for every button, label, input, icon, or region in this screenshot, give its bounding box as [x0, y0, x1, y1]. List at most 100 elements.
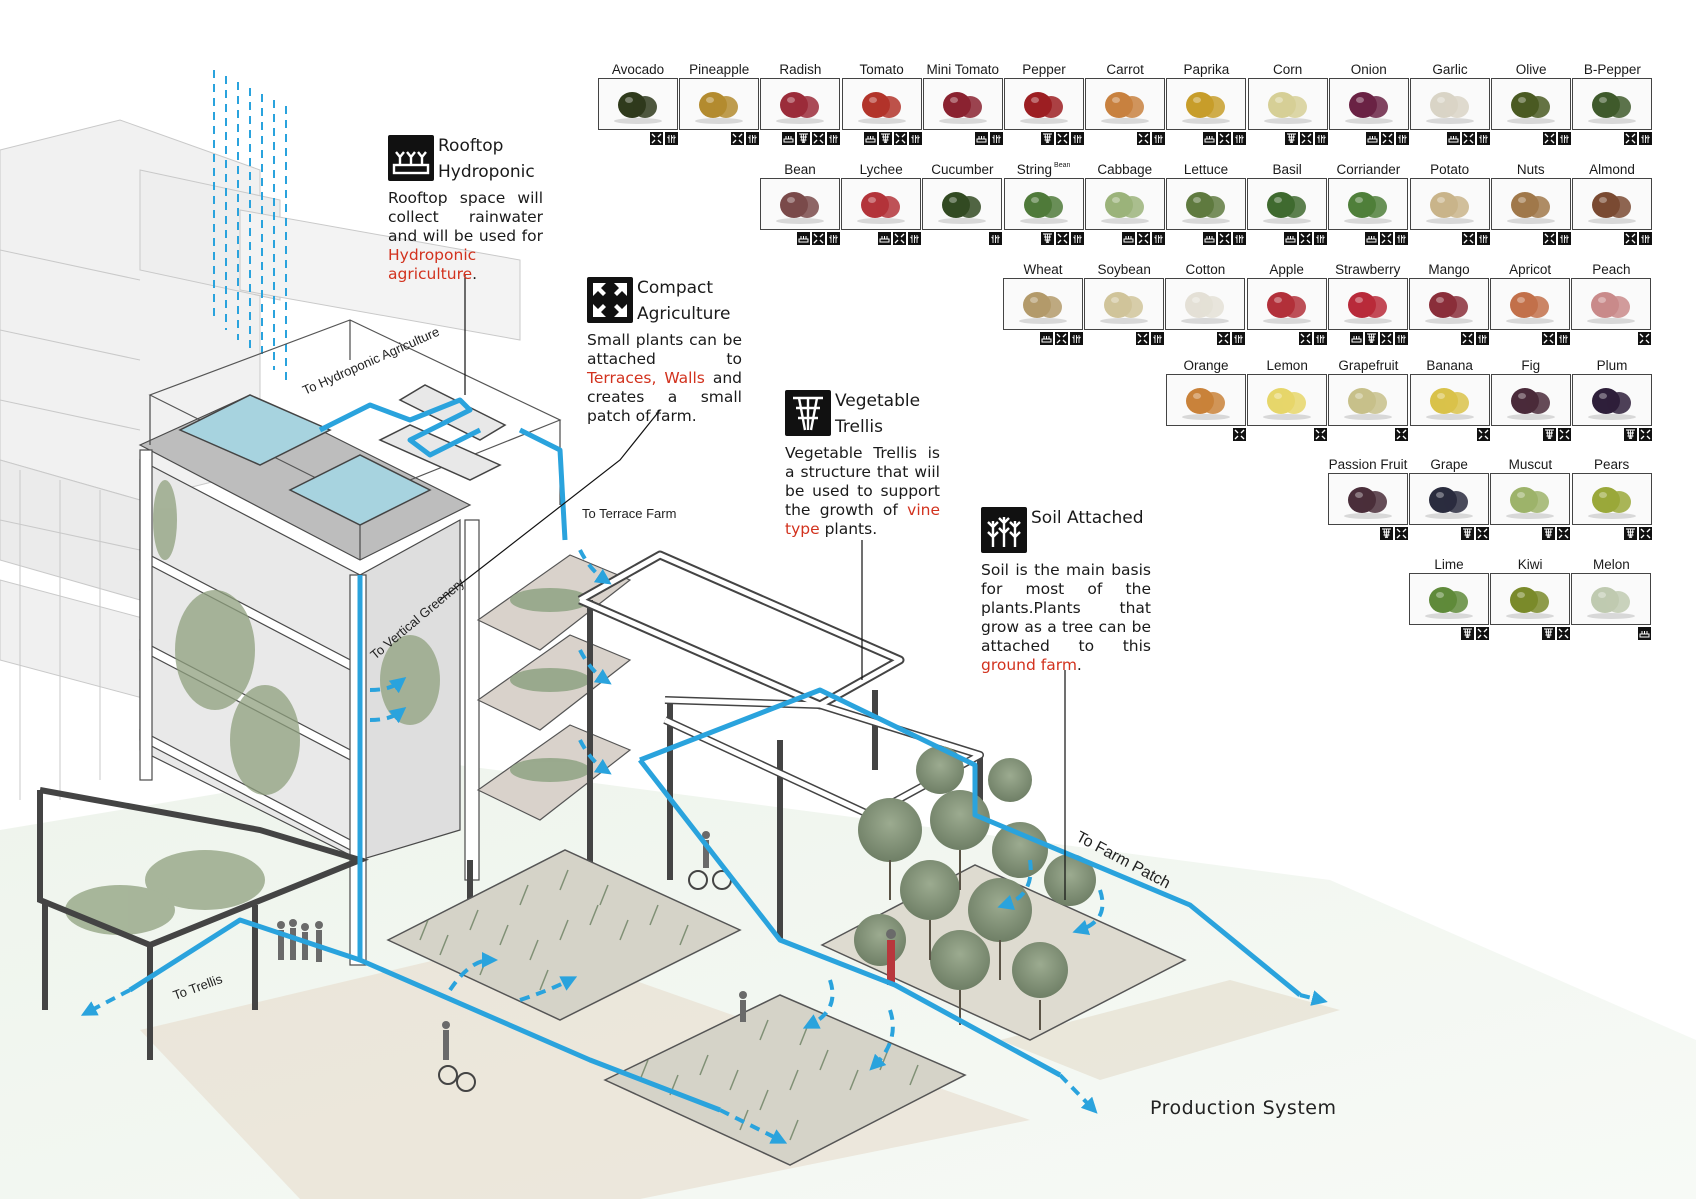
crop-method-icons [1476, 428, 1490, 442]
crop-image [1571, 573, 1652, 625]
compact-icon [1055, 332, 1068, 345]
compact-icon [1638, 527, 1652, 540]
trellis-icon [1624, 428, 1637, 441]
trellis-soil-icon [1233, 132, 1247, 145]
crop-name: Melon [1593, 557, 1630, 572]
crop-name: Lime [1434, 557, 1464, 572]
compact-icon [731, 132, 745, 145]
crop-image [1166, 374, 1246, 426]
callout-title: Rooftop Hydroponic [438, 136, 535, 182]
crop-name: Wheat [1023, 262, 1063, 277]
crop-image [1409, 278, 1489, 330]
crop-name: Cotton [1185, 262, 1226, 277]
crop-image [1327, 278, 1408, 330]
crop-name: Lettuce [1183, 162, 1229, 177]
trellis-icon [1623, 527, 1637, 540]
compact-icon [1380, 132, 1394, 145]
crop-name: Kiwi [1517, 557, 1543, 572]
callout-text: Soil is the main basis for most of the p… [981, 561, 1151, 674]
compact-icon [1056, 132, 1069, 145]
compact-icon [812, 132, 826, 145]
crop-image [1084, 278, 1165, 330]
crop-method-icons [797, 232, 840, 246]
crop-method-icons [1461, 232, 1490, 246]
crop-method-icons [1136, 332, 1165, 346]
hydro-icon [782, 132, 796, 145]
crop-image [1490, 178, 1571, 230]
hydro-icon [974, 132, 988, 145]
crop-name: Mango [1428, 262, 1470, 277]
compact-icon [1557, 527, 1571, 540]
trellis-soil-icon [1070, 332, 1083, 345]
compact-icon [1395, 428, 1409, 441]
compact-icon [1624, 232, 1637, 245]
trellis-icon [1542, 627, 1556, 640]
compact-icon [1218, 132, 1232, 145]
trellis-soil-icon [1476, 232, 1490, 245]
crop-method-icons [1040, 232, 1084, 246]
crop-method-icons [1447, 132, 1490, 146]
trellis-icon [797, 132, 811, 145]
crop-name: Onion [1350, 62, 1387, 77]
crop-name: Olive [1515, 62, 1547, 77]
crop-image [841, 178, 922, 230]
crop-name: Fig [1521, 358, 1541, 373]
callout-text: Rooftop space will collect rainwater and… [388, 189, 543, 283]
crop-method-icons [1121, 232, 1165, 246]
compact-icon [1557, 428, 1571, 441]
crop-method-icons [1365, 132, 1409, 146]
hydroponic-tray-icon [388, 135, 434, 181]
crop-method-icons [1624, 232, 1652, 246]
crop-method-icons [1284, 232, 1328, 246]
trellis-soil-icon [1151, 332, 1165, 345]
trellis-soil-icon [1558, 132, 1572, 145]
trellis-soil-icon [665, 132, 678, 145]
crop-name: Paprika [1183, 62, 1230, 77]
trellis-soil-icon [1151, 232, 1165, 245]
crop-method-icons [1543, 132, 1572, 146]
compact-icon [1638, 332, 1652, 345]
crop-name: Orange [1183, 358, 1229, 373]
trellis-icon [1284, 132, 1298, 145]
terrace-planters [476, 554, 632, 821]
crop-image [1247, 78, 1328, 130]
compact-icon [1217, 332, 1231, 345]
trellis-soil-icon [1314, 232, 1328, 245]
crop-name: Muscut [1508, 457, 1553, 472]
compact-icon [1462, 132, 1475, 145]
crop-method-icons [1542, 428, 1571, 442]
crop-image [1572, 374, 1652, 426]
crop-field-lower [603, 994, 967, 1166]
trellis-soil-icon [1394, 332, 1408, 345]
crop-method-icons [1298, 332, 1327, 346]
crop-image [1003, 178, 1084, 230]
hydro-icon [1203, 132, 1217, 145]
crop-image [1165, 278, 1246, 330]
compact-icon [1298, 332, 1312, 345]
trellis-soil-icon [827, 132, 841, 145]
hydro-icon [1447, 132, 1460, 145]
trellis-icon [1542, 428, 1556, 441]
crop-image [1491, 78, 1572, 130]
crop-image [1490, 573, 1571, 625]
compact-icon [1542, 332, 1556, 345]
compact-icon [1476, 627, 1489, 640]
crop-name: Pears [1593, 457, 1630, 472]
background-buildings [0, 119, 521, 800]
trellis-soil-icon [1395, 132, 1409, 145]
crop-method-icons [1624, 428, 1652, 442]
crop-method-icons [863, 132, 922, 146]
crop-image [1247, 178, 1328, 230]
crop-method-icons [989, 232, 1003, 246]
crop-image [1328, 473, 1408, 525]
crop-name: Corn [1272, 62, 1303, 77]
hydro-icon [878, 232, 892, 245]
compact-icon [1218, 232, 1231, 245]
crop-name: Passion Fruit [1328, 457, 1408, 472]
crop-name: B-Pepper [1583, 62, 1641, 77]
compact-icon [1542, 232, 1556, 245]
compact-icon [1461, 232, 1475, 245]
trellis-icon [1041, 132, 1054, 145]
trellis-soil-icon [908, 132, 922, 145]
crop-name: Almond [1589, 162, 1635, 177]
